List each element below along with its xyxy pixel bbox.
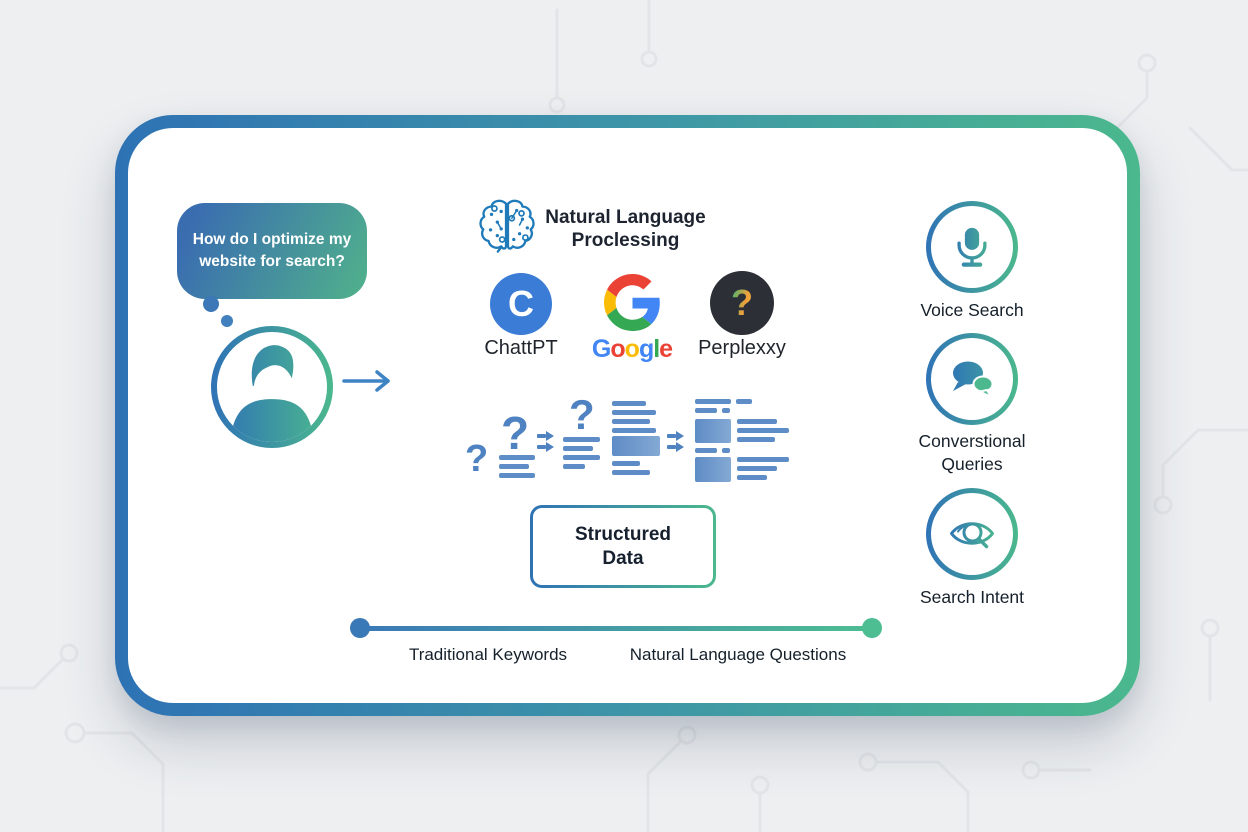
- search-intent-badge: [926, 488, 1018, 580]
- google-wordmark: Google: [577, 335, 687, 364]
- spectrum-dot-left: [350, 618, 370, 638]
- structured-data-line1: Structured: [574, 523, 672, 545]
- question-mark-glyph: ?: [569, 393, 595, 438]
- perplexity-logo: ?: [710, 271, 774, 335]
- chatgpt-logo: C: [490, 273, 552, 335]
- google-letter: o: [610, 335, 625, 363]
- google-g-icon: [604, 274, 660, 331]
- person-icon: [230, 345, 314, 442]
- search-intent-label: Search Intent: [919, 587, 1025, 607]
- google-letter: o: [624, 335, 640, 363]
- question-mark-glyph: ?: [501, 407, 529, 459]
- google-letter: G: [591, 335, 611, 363]
- nlp-title-line2: Proclessing: [571, 230, 680, 251]
- voice-search-badge: [926, 201, 1018, 293]
- brain-icon: [479, 199, 535, 253]
- chatgpt-monogram: C: [508, 283, 534, 324]
- google-letter: l: [653, 335, 660, 363]
- flow-arrow-icon: [342, 370, 390, 392]
- double-arrow-icon: [537, 431, 684, 452]
- google-letter: g: [638, 335, 654, 363]
- chat-bubbles-icon: [953, 361, 994, 400]
- conversational-queries-badge: [926, 333, 1018, 425]
- conversational-queries-label: Converstional Queries: [918, 431, 1026, 474]
- main-card: How do I optimize my website for search?: [115, 115, 1140, 716]
- speech-bubble: How do I optimize my website for search?: [177, 203, 367, 299]
- user-avatar-inner: [217, 332, 327, 442]
- questions-to-structured-content-diagram: ? ? ?: [465, 393, 789, 482]
- thought-dot-large: [203, 296, 219, 312]
- structured-data-box: Structured Data: [530, 505, 716, 588]
- question-mark-glyph: ?: [465, 438, 488, 480]
- user-avatar: [211, 326, 333, 448]
- spectrum-dot-right: [862, 618, 882, 638]
- voice-search-label: Voice Search: [920, 300, 1024, 320]
- nlp-title-line1: Natural Language: [545, 207, 706, 228]
- nlp-title: Natural Language Proclessing: [533, 206, 718, 252]
- thought-dot-small: [221, 315, 233, 327]
- speech-bubble-text: How do I optimize my website for search?: [192, 231, 352, 270]
- structured-data-line2: Data: [602, 547, 644, 569]
- microphone-icon: [957, 227, 987, 267]
- google-letter: e: [659, 335, 673, 363]
- perplexity-label: Perplexxy: [698, 337, 786, 359]
- spectrum-label-right: Natural Language Questions: [629, 645, 847, 664]
- eye-magnifier-icon: [950, 522, 994, 549]
- perplexity-monogram: ?: [731, 282, 753, 323]
- chatgpt-label: ChattPT: [484, 337, 558, 359]
- spectrum-line: [360, 626, 872, 631]
- spectrum-label-left: Traditional Keywords: [408, 645, 568, 664]
